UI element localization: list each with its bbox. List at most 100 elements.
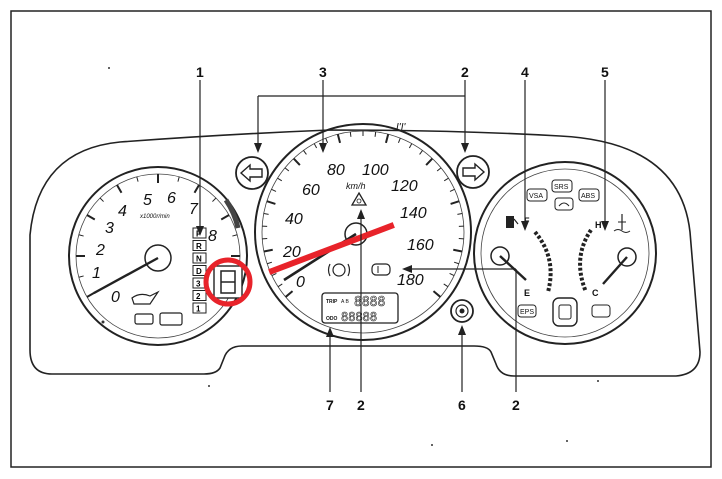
left-turn-signal-icon — [235, 156, 269, 190]
minor-tick — [457, 213, 463, 215]
tach-label-3: 3 — [105, 220, 114, 237]
minor-tick — [303, 150, 307, 155]
charging-system-icon — [134, 313, 154, 325]
minor-tick — [177, 176, 180, 182]
major-tick — [263, 248, 273, 253]
warning-triangle-icon — [350, 191, 368, 206]
speed-label-20: 20 — [282, 244, 301, 261]
callout-5: 5 — [601, 64, 609, 80]
major-tick — [116, 184, 123, 194]
callout-2-bottom-right: 2 — [512, 397, 520, 413]
major-tick — [220, 214, 230, 221]
srs-indicator: SRS — [551, 179, 573, 193]
minor-tick — [325, 137, 329, 143]
minor-tick — [419, 150, 423, 155]
minor-tick — [313, 143, 318, 149]
callout-6: 6 — [458, 397, 466, 413]
temp-needle — [602, 256, 628, 285]
speedometer: 0 20 40 60 80 100 120 140 160 180 km/h — [254, 123, 472, 341]
minor-tick — [212, 197, 217, 202]
abs-indicator: ABS — [578, 188, 600, 202]
temp-scale — [578, 228, 593, 293]
odo-digits: 88888 — [341, 310, 377, 324]
gear-letter-n: N — [196, 255, 202, 264]
fuel-temp-bezel — [473, 161, 657, 345]
major-tick — [384, 133, 390, 144]
tach-label-1: 1 — [92, 265, 101, 282]
speed-label-180: 180 — [397, 272, 424, 289]
callout-7: 7 — [326, 397, 334, 413]
minor-tick — [136, 176, 139, 182]
svg-text:SRS: SRS — [554, 184, 569, 191]
vsa-indicator: VSA — [526, 188, 548, 202]
minor-tick — [78, 234, 84, 237]
trip-ab-label: A B — [341, 299, 349, 305]
callout-arrowheads — [196, 143, 609, 337]
major-tick — [266, 200, 276, 205]
coolant-temperature-icon — [613, 214, 631, 233]
callout-lines — [199, 80, 606, 392]
tach-label-6: 6 — [167, 190, 176, 207]
speed-label-100: 100 — [362, 162, 389, 179]
tachometer-bezel — [68, 166, 248, 346]
major-tick — [450, 200, 460, 205]
speed-label-160: 160 — [407, 237, 434, 254]
pen-mark: I'I' — [396, 122, 406, 133]
minor-tick — [443, 283, 449, 288]
speed-label-40: 40 — [285, 211, 303, 228]
speedometer-bezel — [254, 123, 472, 341]
major-tick — [425, 157, 434, 166]
svg-text:EPS: EPS — [520, 309, 534, 316]
minor-tick — [271, 272, 277, 277]
gear-letter-2: 2 — [196, 292, 201, 301]
speed-label-80: 80 — [327, 162, 345, 179]
minor-tick — [78, 275, 84, 278]
speed-label-0: 0 — [296, 274, 305, 291]
major-tick — [453, 248, 463, 253]
stray-dots — [101, 67, 599, 446]
minor-tick — [408, 143, 413, 149]
temp-cold-label: C — [592, 288, 599, 298]
minor-tick — [284, 167, 290, 172]
minor-tick — [263, 213, 269, 215]
gear-letter-3: 3 — [196, 280, 201, 289]
callout-3: 3 — [319, 64, 327, 80]
trip-reset-knob — [450, 299, 474, 323]
tach-label-4: 4 — [118, 203, 127, 220]
minor-tick — [232, 234, 238, 237]
minor-tick — [271, 188, 277, 192]
major-tick — [432, 290, 442, 298]
callout-2-top: 2 — [461, 64, 469, 80]
minor-tick — [277, 283, 283, 288]
callout-4: 4 — [521, 64, 529, 80]
svg-text:VSA: VSA — [529, 193, 543, 200]
tach-label-8: 8 — [208, 228, 217, 245]
gear-letter-d: D — [196, 267, 202, 276]
tachometer-redline — [223, 198, 241, 229]
minor-tick — [349, 131, 352, 137]
major-tick — [193, 184, 200, 194]
minor-tick — [266, 261, 273, 265]
gear-letter-box — [192, 240, 207, 251]
callout-2-bottom-mid: 2 — [357, 397, 365, 413]
indicator-lamp-icon — [159, 312, 183, 326]
major-tick — [284, 290, 294, 298]
major-tick — [336, 133, 342, 144]
tach-label-0: 0 — [111, 289, 120, 306]
minor-tick — [443, 177, 449, 182]
fuel-temp-rim — [480, 168, 650, 338]
fuel-needle — [499, 255, 527, 281]
low-fuel-indicator-icon — [591, 304, 611, 318]
eps-indicator: EPS — [517, 304, 537, 318]
fuel-temp-gauge: VSA SRS ABS F E H — [473, 161, 657, 345]
major-tick — [86, 214, 96, 221]
minor-tick — [374, 131, 377, 137]
gear-letter-box — [192, 265, 207, 276]
speed-unit: km/h — [346, 181, 366, 191]
fuel-pump-icon — [506, 216, 519, 228]
gear-letter-p: P — [196, 230, 202, 239]
callout-1: 1 — [196, 64, 204, 80]
